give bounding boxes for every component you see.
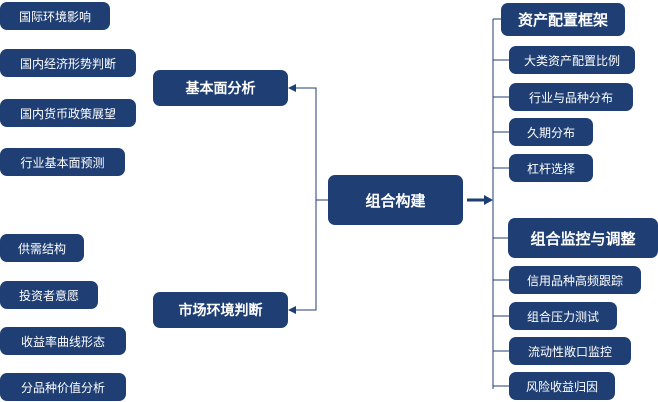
connector-center-to-market bbox=[288, 200, 317, 314]
monitoring-item-stress-test: 组合压力测试 bbox=[509, 302, 617, 330]
fundamental-item-domestic-economy: 国内经济形势判断 bbox=[0, 49, 136, 77]
market-environment-node: 市场环境判断 bbox=[153, 292, 288, 328]
monitoring-item-risk-attribution: 风险收益归因 bbox=[509, 372, 615, 400]
market-item-yield-curve: 收益率曲线形态 bbox=[0, 327, 126, 355]
portfolio-monitoring-node: 组合监控与调整 bbox=[508, 218, 658, 258]
allocation-item-duration: 久期分布 bbox=[509, 118, 593, 146]
fundamental-item-industry-forecast: 行业基本面预测 bbox=[0, 148, 125, 176]
market-item-supply-demand: 供需结构 bbox=[0, 234, 84, 262]
allocation-item-industry-distribution: 行业与品种分布 bbox=[509, 83, 633, 111]
fundamental-analysis-node: 基本面分析 bbox=[153, 70, 288, 106]
fundamental-item-monetary-policy: 国内货币政策展望 bbox=[0, 99, 136, 127]
asset-allocation-node: 资产配置框架 bbox=[501, 3, 625, 36]
connector-center-to-fundamental bbox=[288, 84, 328, 201]
allocation-item-asset-ratio: 大类资产配置比例 bbox=[509, 46, 635, 74]
market-item-investor-willingness: 投资者意愿 bbox=[0, 281, 98, 309]
allocation-item-leverage: 杠杆选择 bbox=[509, 154, 593, 182]
monitoring-item-credit-tracking: 信用品种高频跟踪 bbox=[509, 266, 641, 294]
market-item-value-analysis: 分品种价值分析 bbox=[0, 373, 126, 401]
center-node: 组合构建 bbox=[328, 175, 463, 225]
fundamental-item-international: 国际环境影响 bbox=[0, 2, 110, 30]
arrowhead-center-to-right bbox=[484, 195, 493, 205]
monitoring-item-liquidity: 流动性敞口监控 bbox=[509, 337, 631, 365]
